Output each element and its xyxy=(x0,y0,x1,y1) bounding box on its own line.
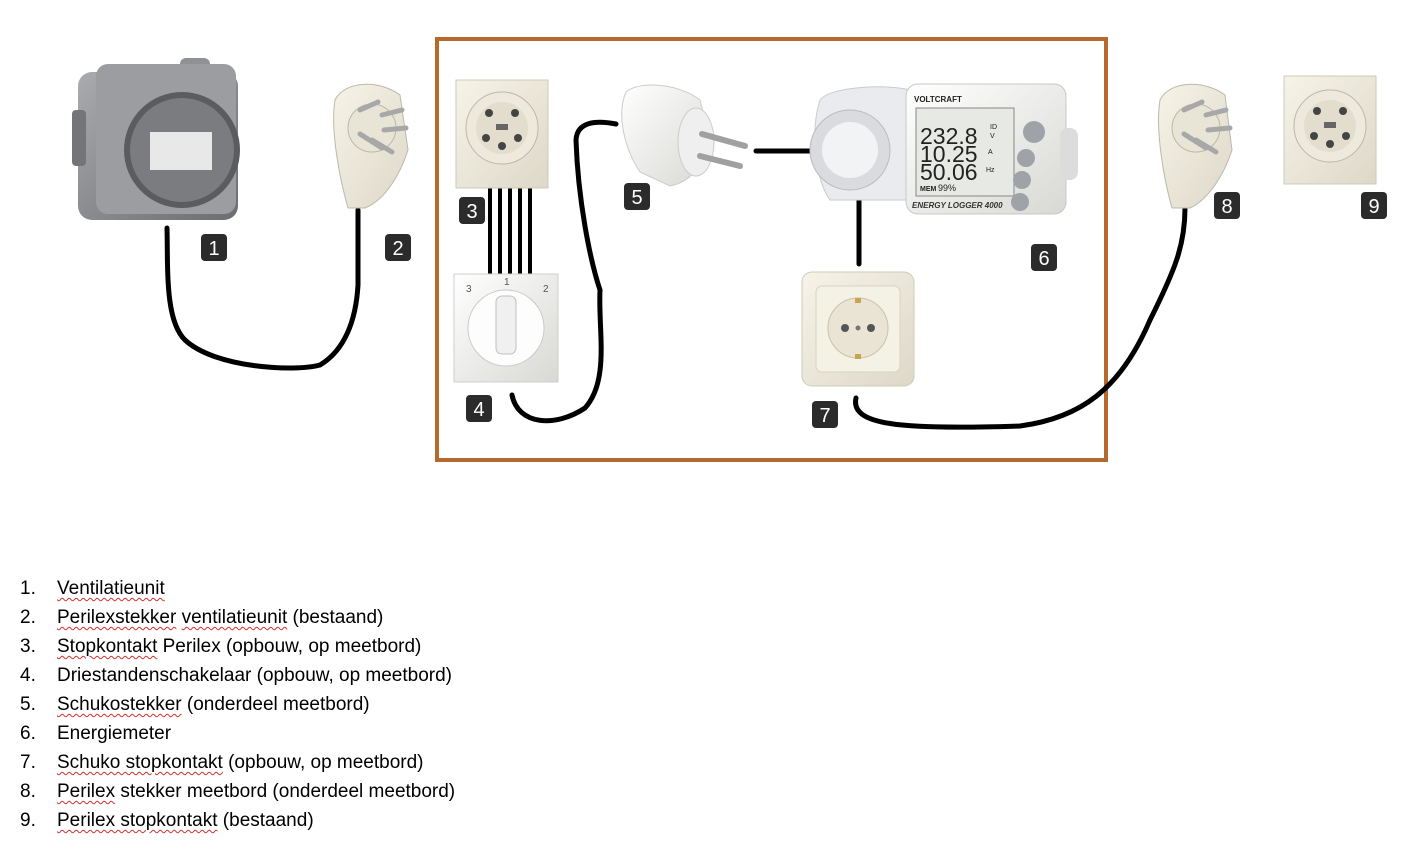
badge-8: 8 xyxy=(1214,192,1240,219)
meter-voltage-unit: V xyxy=(990,133,995,140)
perilex-plug-unit xyxy=(333,83,409,209)
legend-item-text: Schukostekker xyxy=(57,694,182,715)
legend-item-number: 6. xyxy=(20,723,36,744)
legend-item-text: stekker meetbord (onderdeel meetbord) xyxy=(115,781,456,802)
wiring-diagram: 3 1 2 VOLTCRAFT ID 232.8 V 10.25 A 50.06… xyxy=(72,37,1387,462)
badge-3: 3 xyxy=(459,197,485,224)
meter-current-unit: A xyxy=(988,149,993,156)
legend-item: 6. Energiemeter xyxy=(20,719,455,748)
svg-text:1: 1 xyxy=(208,238,219,260)
meter-current: 10.25 xyxy=(920,141,978,167)
svg-text:7: 7 xyxy=(819,405,830,427)
meter-model: ENERGY LOGGER 4000 xyxy=(912,201,1003,210)
legend-list: 1. Ventilatieunit 2. Perilexstekker ventila… xyxy=(20,574,455,835)
legend-item-text: (bestaand) xyxy=(287,607,384,628)
legend-item-text: (opbouw, op meetbord) xyxy=(222,752,424,773)
legend-item-text: Stopkontakt xyxy=(57,636,158,657)
legend-item-text: Ventilatieunit xyxy=(57,578,165,599)
energy-meter: VOLTCRAFT ID 232.8 V 10.25 A 50.06 Hz ME… xyxy=(809,83,1078,215)
ventilation-unit xyxy=(72,58,240,220)
perilex-socket-existing xyxy=(1283,75,1377,185)
legend-item-number: 3. xyxy=(20,636,36,657)
legend-item: 7. Schuko stopkontakt (opbouw, op meetbor… xyxy=(20,748,455,777)
legend-item: 4. Driestandenschakelaar (opbouw, op meet… xyxy=(20,661,455,690)
legend-item-number: 8. xyxy=(20,781,36,802)
perilex-plug-board xyxy=(1158,83,1233,209)
svg-text:6: 6 xyxy=(1038,248,1049,270)
cable-switch-to-schuko-plug xyxy=(509,119,619,424)
legend-item-number: 1. xyxy=(20,578,36,599)
legend-item: 1. Ventilatieunit xyxy=(20,574,455,603)
legend-item-text: Perilexstekker xyxy=(57,607,177,628)
legend-item-number: 5. xyxy=(20,694,36,715)
badge-9: 9 xyxy=(1361,192,1387,219)
schuko-plug xyxy=(621,84,748,187)
badge-1: 1 xyxy=(201,234,227,261)
badge-5: 5 xyxy=(624,183,650,210)
svg-text:3: 3 xyxy=(466,201,477,223)
measurement-board-outline xyxy=(435,37,1108,462)
svg-text:9: 9 xyxy=(1368,196,1379,218)
switch-label-3: 3 xyxy=(466,284,472,295)
meter-mem-value: 99% xyxy=(938,183,956,193)
cable-socket-to-perilex-plug xyxy=(853,205,1188,430)
legend-item-text: (onderdeel meetbord) xyxy=(181,694,370,715)
legend-item-number: 4. xyxy=(20,665,36,686)
legend-item: 8. Perilex stekker meetbord (onderdeel me… xyxy=(20,777,455,806)
meter-mem-label: MEM xyxy=(920,186,937,193)
legend-item-text: Driestandenschakelaar (opbouw, op meetbo… xyxy=(57,665,453,686)
legend-item-number: 9. xyxy=(20,810,36,831)
meter-id-label: ID xyxy=(990,124,997,131)
svg-text:5: 5 xyxy=(631,187,642,209)
legend-item-text: ventilatieunit xyxy=(181,607,288,628)
meter-voltage: 232.8 xyxy=(920,123,978,149)
legend-item-number: 2. xyxy=(20,607,36,628)
legend-item: 9. Perilex stopkontakt (bestaand) xyxy=(20,806,455,835)
meter-frequency-unit: Hz xyxy=(986,167,995,174)
switch-label-2: 2 xyxy=(543,284,549,295)
meter-frequency: 50.06 xyxy=(920,159,978,185)
legend-item-text: Perilex stopkontakt xyxy=(57,810,218,831)
legend-item: 2. Perilexstekker ventilatieunit (bestaan… xyxy=(20,603,455,632)
legend-item-text: Schuko stopkontakt xyxy=(57,752,223,773)
schuko-socket-board xyxy=(801,271,915,387)
svg-text:2: 2 xyxy=(392,238,403,260)
legend-item: 5. Schukostekker (onderdeel meetbord) xyxy=(20,690,455,719)
legend-item-text: Perilex xyxy=(57,781,116,802)
badge-7: 7 xyxy=(812,401,838,428)
legend-item-text: (bestaand) xyxy=(217,810,314,831)
legend-item-number: 7. xyxy=(20,752,36,773)
meter-brand: VOLTCRAFT xyxy=(914,95,962,104)
cable-unit-to-plug xyxy=(164,207,361,371)
legend-item-text: Energiemeter xyxy=(57,723,172,744)
perilex-socket-board xyxy=(455,79,549,189)
switch-label-1: 1 xyxy=(504,277,510,288)
svg-text:4: 4 xyxy=(473,399,484,421)
legend-item: 3. Stopkontakt Perilex (opbouw, op meetbo… xyxy=(20,632,455,661)
three-position-switch: 3 1 2 xyxy=(453,273,559,383)
badge-6: 6 xyxy=(1031,244,1057,271)
badge-2: 2 xyxy=(385,234,411,261)
svg-text:8: 8 xyxy=(1221,196,1232,218)
badge-4: 4 xyxy=(466,395,492,422)
legend-item-text: Perilex (opbouw, op meetbord) xyxy=(157,636,422,657)
